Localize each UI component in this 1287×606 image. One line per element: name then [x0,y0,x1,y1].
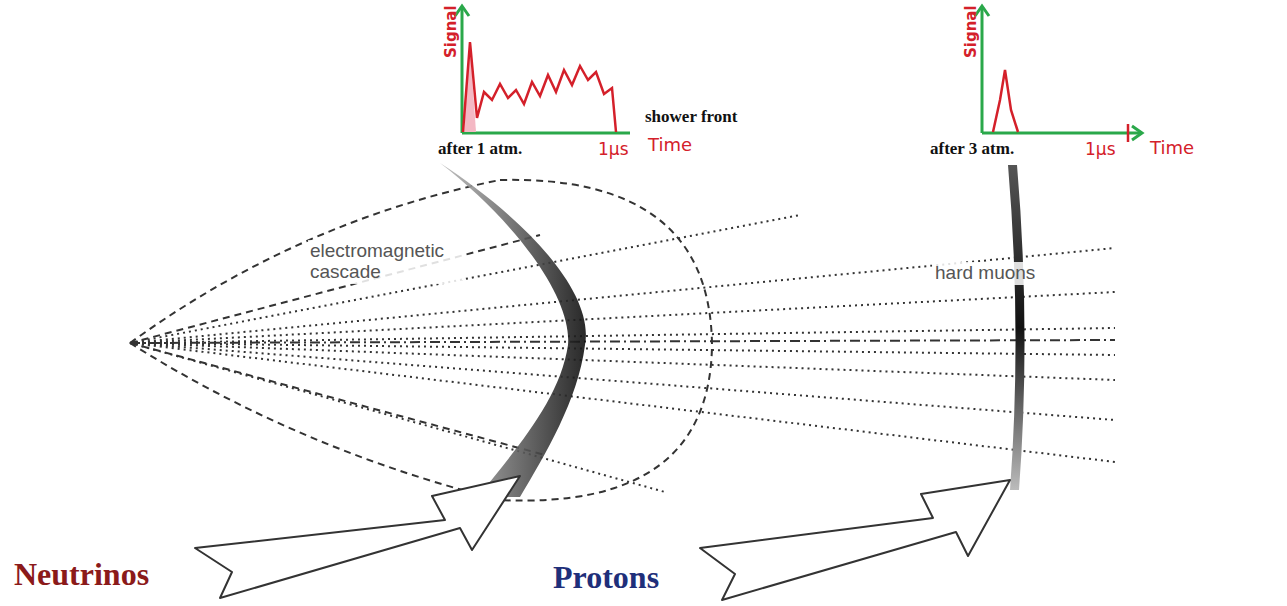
shower-front [440,163,586,497]
plot-label: after 3 atm. [930,140,1014,159]
shower-axis [130,340,1115,343]
track [130,343,1115,462]
axis-arrow [1132,126,1142,140]
signal-plot [455,6,630,133]
envelope-line [130,343,500,500]
y-axis [981,8,984,133]
track [130,292,1115,343]
time-tick [1127,124,1130,142]
region-label: hard muons [932,262,1038,285]
pointer-arrow [195,476,520,598]
pointer-arrow [700,480,1010,600]
track [130,343,665,492]
cascade-envelope [130,180,712,501]
track [130,328,1115,343]
track [130,343,1115,420]
axis-label: Signal [443,5,460,58]
region-label: electromagnetic cascade [308,240,462,284]
signal-trace [993,70,1018,132]
shower-front [1008,165,1025,490]
envelope-line [130,343,545,455]
signal-trace [463,42,616,132]
track [130,215,800,343]
track [130,343,1115,380]
x-axis [982,132,1142,135]
axis-value: 1µs [1085,140,1116,159]
axis-value: 1µs [598,140,629,159]
envelope-line [130,180,500,343]
particle-label: Neutrinos [14,557,149,592]
particle-label: Protons [553,560,659,595]
axis-label: Time [648,135,692,155]
axis-label: Signal [963,5,980,58]
signal-plot [975,6,1142,142]
axis-label: Time [1150,138,1194,158]
y-axis [461,8,464,133]
plot-label: shower front [645,108,737,127]
envelope-line [130,235,540,343]
plot-label: after 1 atm. [438,140,522,159]
track [130,248,1115,343]
muon-tracks [130,215,1115,492]
x-axis [462,132,630,135]
track [130,343,1115,355]
